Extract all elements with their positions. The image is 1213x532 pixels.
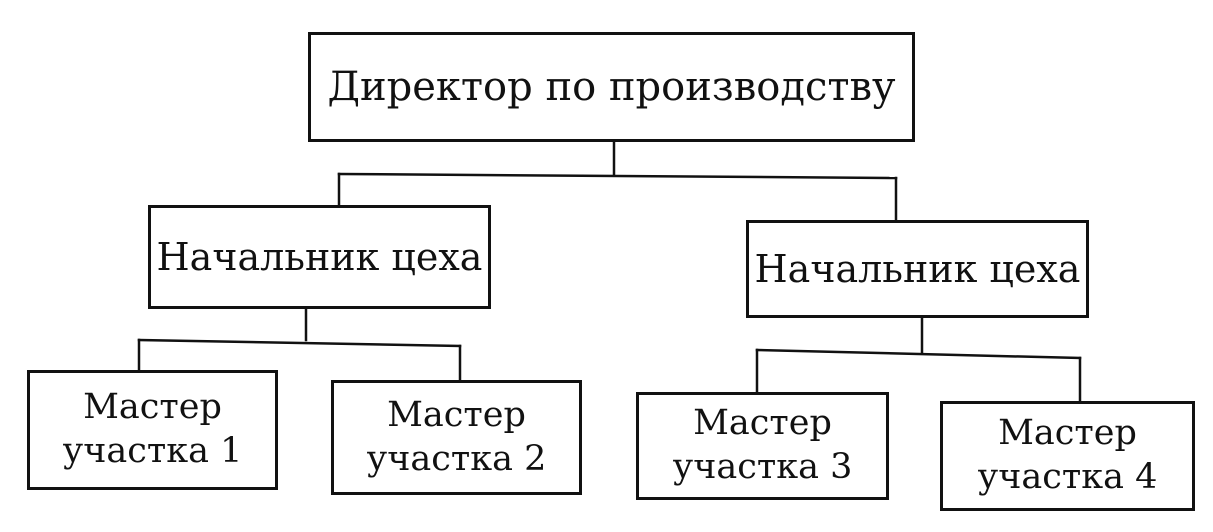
- chief-node-1: Начальник цеха: [148, 205, 491, 309]
- master-node-4: Мастер участка 4: [940, 401, 1195, 511]
- director-label: Директор по производству: [327, 64, 896, 110]
- master-node-2: Мастер участка 2: [331, 380, 582, 495]
- chief-label-1: Начальник цеха: [156, 235, 483, 279]
- master-4-title: Мастер: [998, 413, 1137, 454]
- master-2-title: Мастер: [387, 394, 526, 435]
- master-3-title: Мастер: [693, 403, 832, 444]
- master-1-title: Мастер: [83, 387, 222, 428]
- chief-node-2: Начальник цеха: [746, 220, 1089, 318]
- master-1-section: участка 1: [62, 431, 243, 471]
- master-3-section: участка 3: [672, 447, 853, 487]
- connector-chief-2-bar: [755, 348, 1082, 360]
- master-node-3: Мастер участка 3: [636, 392, 889, 500]
- connector-director-bar: [337, 172, 898, 180]
- chief-label-2: Начальник цеха: [754, 247, 1081, 291]
- director-node: Директор по производству: [308, 32, 915, 142]
- master-node-1: Мастер участка 1: [27, 370, 278, 490]
- master-4-section: участка 4: [977, 457, 1158, 497]
- master-2-section: участка 2: [366, 438, 547, 479]
- connector-chief-1-bar: [137, 338, 462, 348]
